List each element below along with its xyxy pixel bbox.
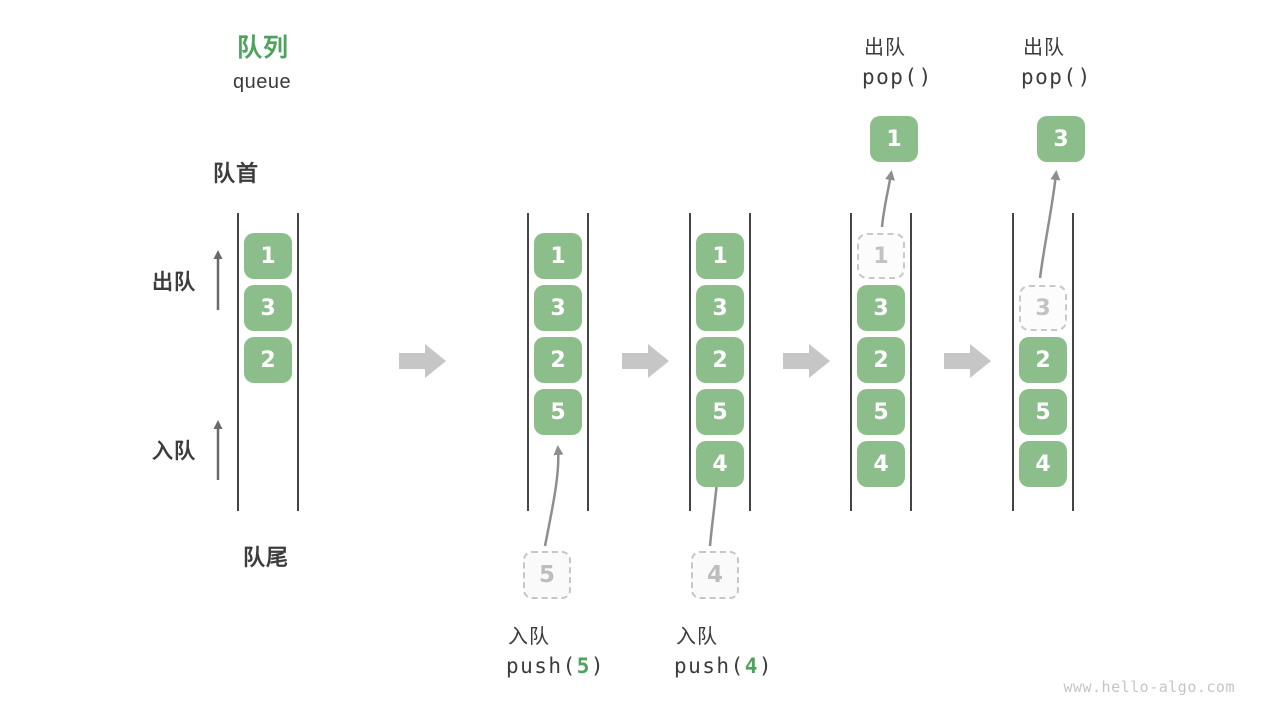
pending-element: 5 (523, 551, 571, 599)
queue-item: 2 (244, 337, 292, 383)
ghost-dequeued-slot: 3 (1019, 285, 1067, 331)
op-label-dequeue: 出队 (864, 37, 906, 59)
queue-item: 5 (696, 389, 744, 435)
queue-column-3 (689, 213, 751, 511)
code-arg: 4 (744, 654, 759, 678)
queue-item: 3 (534, 285, 582, 331)
queue-item: 2 (1019, 337, 1067, 383)
pending-element: 4 (691, 551, 739, 599)
step-arrow-icon (944, 344, 991, 378)
ghost-dequeued-slot: 1 (857, 233, 905, 279)
queue-item: 3 (857, 285, 905, 331)
queue-item: 5 (1019, 389, 1067, 435)
queue-column-2 (527, 213, 589, 511)
queue-item: 1 (696, 233, 744, 279)
queue-item: 4 (1019, 441, 1067, 487)
queue-item: 2 (857, 337, 905, 383)
queue-item: 2 (696, 337, 744, 383)
queue-item: 3 (244, 285, 292, 331)
step-arrow-icon (399, 344, 446, 378)
diagram-title-en: queue (233, 71, 292, 93)
queue-column-1 (237, 213, 299, 511)
diagram-title-zh: 队列 (237, 34, 290, 62)
label-queue-rear: 队尾 (243, 545, 290, 570)
op-code-pop: pop() (862, 65, 933, 89)
queue-item: 4 (857, 441, 905, 487)
code-post: ) (590, 654, 606, 678)
label-dequeue: 出队 (152, 271, 196, 294)
op-code-push5: push(5) (506, 654, 605, 678)
code-post: ) (758, 654, 774, 678)
popped-element: 3 (1037, 116, 1085, 162)
label-queue-front: 队首 (213, 161, 260, 186)
queue-item: 2 (534, 337, 582, 383)
step-arrow-icon (783, 344, 830, 378)
watermark: www.hello-algo.com (1063, 678, 1235, 696)
code-pre: push( (674, 654, 745, 678)
queue-item: 1 (534, 233, 582, 279)
op-label-enqueue: 入队 (508, 626, 550, 648)
op-label-enqueue: 入队 (676, 626, 718, 648)
queue-column-4 (850, 213, 912, 511)
code-arg: 5 (576, 654, 591, 678)
op-label-dequeue: 出队 (1023, 37, 1065, 59)
queue-item: 4 (696, 441, 744, 487)
queue-item: 5 (857, 389, 905, 435)
queue-item: 1 (244, 233, 292, 279)
op-code-push4: push(4) (674, 654, 773, 678)
queue-item: 3 (696, 285, 744, 331)
label-enqueue: 入队 (152, 440, 196, 463)
op-code-pop: pop() (1021, 65, 1092, 89)
queue-column-5 (1012, 213, 1074, 511)
popped-element: 1 (870, 116, 918, 162)
queue-item: 5 (534, 389, 582, 435)
step-arrow-icon (622, 344, 669, 378)
code-pre: push( (506, 654, 577, 678)
